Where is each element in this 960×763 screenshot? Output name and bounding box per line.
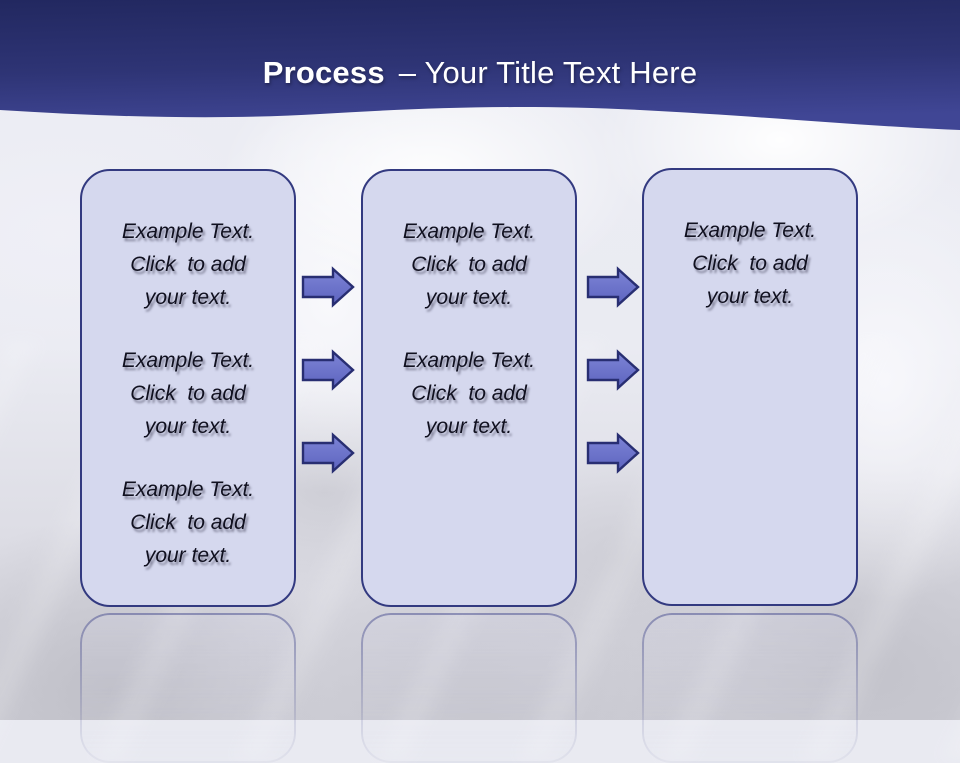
box-paragraph: Example Text. Click to add your text. — [402, 220, 536, 309]
box-paragraph: Example Text. Click to add your text. — [683, 219, 817, 308]
box-paragraph: Example Text. Click to add your text. — [121, 478, 255, 567]
flow-arrow-icon — [586, 266, 640, 308]
flow-arrow-icon — [301, 266, 355, 308]
box-paragraph: Example Text. Click to add your text. — [121, 220, 255, 309]
flow-arrow-icon — [301, 432, 355, 474]
slide-title[interactable]: Process – Your Title Text Here — [0, 54, 960, 92]
flow-arrow-icon — [301, 349, 355, 391]
flow-arrow-icon — [586, 432, 640, 474]
box-reflection — [80, 613, 296, 763]
title-keyword: Process — [262, 55, 385, 90]
title-subtitle: – Your Title Text Here — [398, 55, 698, 90]
process-box-3[interactable]: Example Text. Click to add your text. — [642, 168, 858, 606]
box-reflection — [642, 613, 858, 763]
box-paragraph: Example Text. Click to add your text. — [121, 349, 255, 438]
process-box-1[interactable]: Example Text. Click to add your text. Ex… — [80, 169, 296, 607]
box-reflection — [361, 613, 577, 763]
header-wave — [0, 0, 960, 130]
header-band — [0, 0, 960, 130]
box-paragraph: Example Text. Click to add your text. — [402, 349, 536, 438]
process-box-2[interactable]: Example Text. Click to add your text. Ex… — [361, 169, 577, 607]
flow-arrow-icon — [586, 349, 640, 391]
